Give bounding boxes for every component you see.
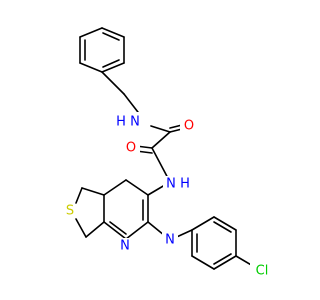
bond-double-inner <box>213 221 232 233</box>
bond <box>101 27 125 38</box>
bond <box>125 179 149 196</box>
bond <box>213 255 237 270</box>
benzyl-phenyl-ring <box>79 27 125 73</box>
bond <box>75 187 83 204</box>
bond-double-inner <box>213 253 232 265</box>
atom-oxygen-upper: O <box>184 119 194 134</box>
bond <box>81 187 105 196</box>
bond <box>101 71 125 95</box>
bond <box>103 221 127 240</box>
chlorophenyl-ring <box>191 216 259 270</box>
atom-oxygen-lower: O <box>126 141 136 156</box>
atom-nh-n: N <box>130 115 140 130</box>
bond-double-inner <box>102 59 120 68</box>
bond <box>191 255 215 270</box>
chemical-structure-diagram: H N O O N H S N N Cl <box>62 27 274 279</box>
atom-pyrazole-n1: N <box>120 239 130 254</box>
thiophene-ring-bonds <box>75 187 105 238</box>
atom-labels: H N O O N H S N N Cl <box>62 112 274 279</box>
bond <box>101 62 125 73</box>
bond <box>151 131 171 149</box>
atom-pyrazole-n2: N <box>165 233 175 248</box>
atom-nh-h: H <box>116 115 126 130</box>
bond <box>79 27 103 38</box>
bond <box>150 125 171 133</box>
bond <box>125 221 149 240</box>
bond <box>103 179 127 196</box>
thienopyrazole-core <box>103 179 193 241</box>
atom-chlorine: Cl <box>256 264 269 279</box>
bond <box>79 62 103 73</box>
bond-double-inner <box>102 32 120 41</box>
atom-sulfur: S <box>66 204 74 219</box>
atom-amide-n: N <box>166 177 176 192</box>
atom-amide-h: H <box>180 177 190 192</box>
bond <box>85 221 105 238</box>
bond-double-inner <box>109 221 127 235</box>
bond <box>191 216 215 231</box>
bond <box>213 216 237 231</box>
bond <box>75 218 87 238</box>
